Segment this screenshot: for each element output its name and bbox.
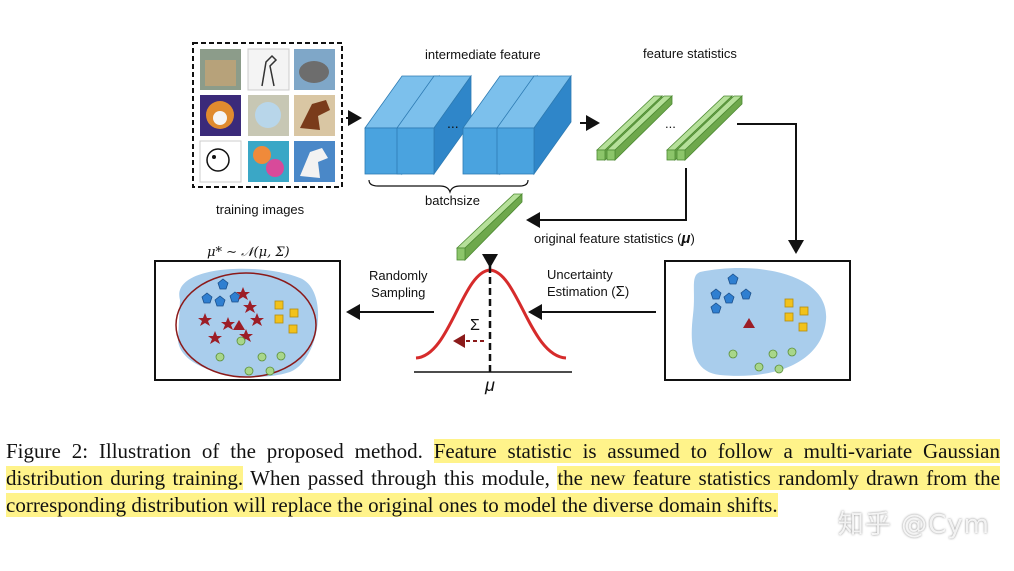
circles-right xyxy=(728,347,797,374)
stats-ellipsis: ... xyxy=(665,116,676,131)
circles-left xyxy=(215,336,286,376)
sampled-distribution-box: μ* ∼ 𝒩(μ, Σ) xyxy=(154,245,341,381)
method-figure: ... ... xyxy=(154,42,851,395)
training-images-grid xyxy=(192,42,343,188)
randomly-sampling-label: Randomly Sampling xyxy=(369,267,428,301)
distribution-formula: μ* ∼ 𝒩(μ, Σ) xyxy=(207,245,290,260)
uncertainty-line-1: Uncertainty xyxy=(547,267,613,282)
uncertainty-estimation-label: Uncertainty Estimation (Σ) xyxy=(547,266,629,300)
squares-left xyxy=(274,300,299,334)
original-stat-bar xyxy=(455,193,524,261)
randomly-sampling-line-2: Sampling xyxy=(371,285,426,300)
intermediate-feature-label: intermediate feature xyxy=(425,47,541,62)
squares-right xyxy=(784,298,809,332)
feature-block-4 xyxy=(496,74,572,176)
image-colorful-art xyxy=(248,141,289,182)
intermediate-feature-blocks: ... xyxy=(364,74,572,176)
caption-middle: When passed through this module, xyxy=(243,466,558,490)
uncertainty-line-2: Estimation ( xyxy=(547,284,616,299)
original-mu-symbol: μ xyxy=(681,230,691,247)
stat-bar-4 xyxy=(675,95,744,161)
image-giraffe-sketch xyxy=(247,48,290,91)
figure-caption: Figure 2: Illustration of the proposed m… xyxy=(6,438,1000,519)
original-close-paren: ) xyxy=(690,231,695,246)
pentagons-left xyxy=(201,278,241,307)
pentagons-right xyxy=(710,273,752,314)
mu-axis-label: μ xyxy=(484,375,495,395)
original-feature-statistics-text: original feature statistics ( xyxy=(534,231,682,246)
feature-ellipsis: ... xyxy=(447,115,459,131)
batchsize-brace xyxy=(368,179,529,194)
stat-bar-2 xyxy=(605,95,674,161)
sigma-symbol: Σ xyxy=(470,317,480,334)
zhihu-watermark: 知乎 @Cym xyxy=(837,510,990,540)
uncertainty-sigma-symbol: Σ xyxy=(615,283,625,300)
gaussian-curve: Σ μ xyxy=(414,254,572,395)
uncertainty-close-paren: ) xyxy=(624,284,630,299)
randomly-sampling-line-1: Randomly xyxy=(369,268,428,283)
triangle-left xyxy=(233,320,245,330)
stars-left xyxy=(198,287,264,344)
feature-statistics-bars: ... xyxy=(595,95,744,161)
original-distribution-box xyxy=(664,260,851,381)
feature-statistics-label: feature statistics xyxy=(643,46,737,61)
batchsize-label: batchsize xyxy=(425,193,480,208)
triangle-right xyxy=(743,318,755,328)
training-images-label: training images xyxy=(216,202,305,217)
caption-prefix: Figure 2: Illustration of the proposed m… xyxy=(6,439,434,463)
sampling-ellipse xyxy=(175,272,317,378)
original-feature-statistics-label: original feature statistics (μ) xyxy=(534,230,695,247)
